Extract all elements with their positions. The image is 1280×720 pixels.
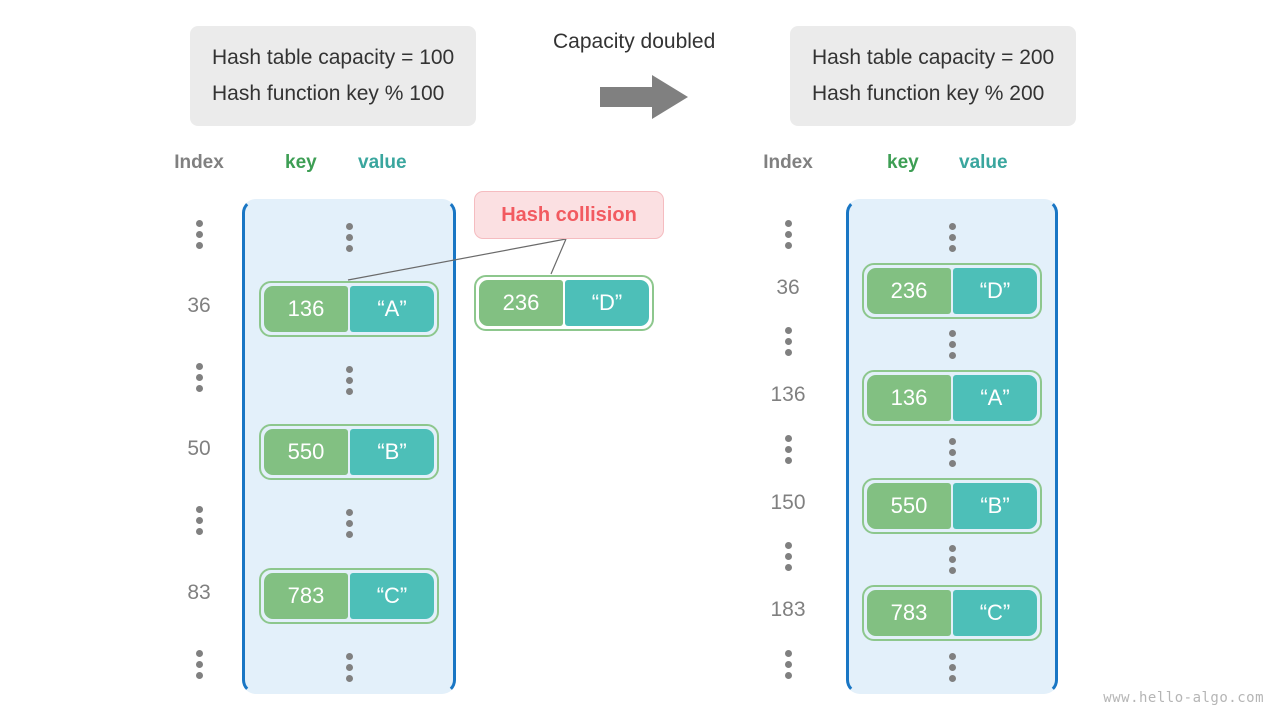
entry-value: “D” [953,267,1037,314]
right-arrow-icon [600,75,688,119]
bucket-entry[interactable]: 783“C” [245,567,453,624]
entry-value: “C” [350,572,434,619]
entry-value: “A” [953,375,1037,422]
right-caption-line2: Hash function key % 200 [812,82,1045,105]
bucket-ellipsis [245,352,453,408]
entry-value: “B” [350,429,434,476]
entry-key: 136 [867,375,951,422]
key-value-pair[interactable]: 550“B” [259,424,439,481]
watermark: www.hello-algo.com [1103,690,1264,706]
vertical-ellipsis-icon [195,647,203,681]
key-value-pair[interactable]: 783“C” [259,567,439,624]
right-header-index: Index [763,152,813,173]
vertical-ellipsis-icon [195,217,203,251]
hash-collision-callout: Hash collision [474,191,664,239]
entry-value: “A” [350,285,434,332]
vertical-ellipsis-icon [948,220,956,254]
index-ellipsis [743,529,833,585]
index-ellipsis [743,421,833,477]
entry-key: 783 [867,590,951,637]
entry-key: 550 [867,482,951,529]
vertical-ellipsis-icon [345,363,353,397]
left-header-value: value [358,152,407,173]
entry-value: “C” [953,590,1037,637]
bucket-entry[interactable]: 136“A” [245,280,453,337]
entry-key: 783 [264,572,348,619]
overflow-entry-key: 236 [479,280,563,326]
index-label: 183 [770,598,806,622]
index-label: 136 [770,383,806,407]
index-label: 83 [187,580,211,604]
index-label: 150 [770,490,806,514]
key-value-pair[interactable]: 236“D” [862,262,1042,319]
index-ellipsis [743,636,833,692]
left-header-index: Index [174,152,224,173]
vertical-ellipsis-icon [195,360,203,394]
vertical-ellipsis-icon [345,507,353,541]
bucket-ellipsis [245,496,453,552]
bucket-entry[interactable]: 783“C” [849,585,1055,642]
key-value-pair[interactable]: 136“A” [259,280,439,337]
overflow-entry-pair[interactable]: 236 “D” [474,275,654,331]
vertical-ellipsis-icon [948,543,956,577]
index-ellipsis [743,206,833,262]
right-caption-line1: Hash table capacity = 200 [812,46,1055,69]
bucket-ellipsis [849,532,1055,588]
key-value-pair[interactable]: 783“C” [862,585,1042,642]
key-value-pair[interactable]: 136“A” [862,370,1042,427]
vertical-ellipsis-icon [948,650,956,684]
right-bucket-array[interactable]: 236“D” 136“A” 550“B” 783“C” [846,199,1058,694]
bucket-entry[interactable]: 236“D” [849,262,1055,319]
vertical-ellipsis-icon [784,217,792,251]
left-caption-line2: Hash function key % 100 [212,82,445,105]
left-bucket-array[interactable]: 136“A” 550“B” 783“C” [242,199,456,694]
bucket-entry[interactable]: 550“B” [849,477,1055,534]
index-ellipsis [154,636,244,692]
left-header-key: key [285,152,317,173]
vertical-ellipsis-icon [345,650,353,684]
bucket-ellipsis [849,639,1055,695]
entry-key: 550 [264,429,348,476]
vertical-ellipsis-icon [948,328,956,362]
key-value-pair[interactable]: 550“B” [862,477,1042,534]
vertical-ellipsis-icon [195,504,203,538]
right-caption-box: Hash table capacity = 200 Hash function … [790,26,1077,126]
bucket-ellipsis [849,209,1055,265]
index-ellipsis [743,314,833,370]
vertical-ellipsis-icon [784,325,792,359]
transition-label: Capacity doubled [553,30,716,53]
index-label: 50 [187,437,211,461]
bucket-ellipsis [849,317,1055,373]
index-ellipsis [154,493,244,549]
index-label: 36 [776,275,800,299]
bucket-entry[interactable]: 136“A” [849,370,1055,427]
left-caption-box: Hash table capacity = 100 Hash function … [190,26,477,126]
entry-key: 136 [264,285,348,332]
entry-value: “B” [953,482,1037,529]
vertical-ellipsis-icon [784,540,792,574]
index-ellipsis [154,206,244,262]
index-ellipsis [154,349,244,405]
vertical-ellipsis-icon [784,647,792,681]
vertical-ellipsis-icon [784,432,792,466]
bucket-ellipsis [849,424,1055,480]
index-label: 36 [187,293,211,317]
left-caption-line1: Hash table capacity = 100 [212,46,455,69]
right-header-key: key [887,152,919,173]
overflow-entry-value: “D” [565,280,649,326]
right-header-value: value [959,152,1008,173]
vertical-ellipsis-icon [948,435,956,469]
bucket-entry[interactable]: 550“B” [245,424,453,481]
bucket-ellipsis [245,209,453,265]
entry-key: 236 [867,267,951,314]
bucket-ellipsis [245,639,453,695]
vertical-ellipsis-icon [345,220,353,254]
hash-collision-label: Hash collision [501,203,637,226]
